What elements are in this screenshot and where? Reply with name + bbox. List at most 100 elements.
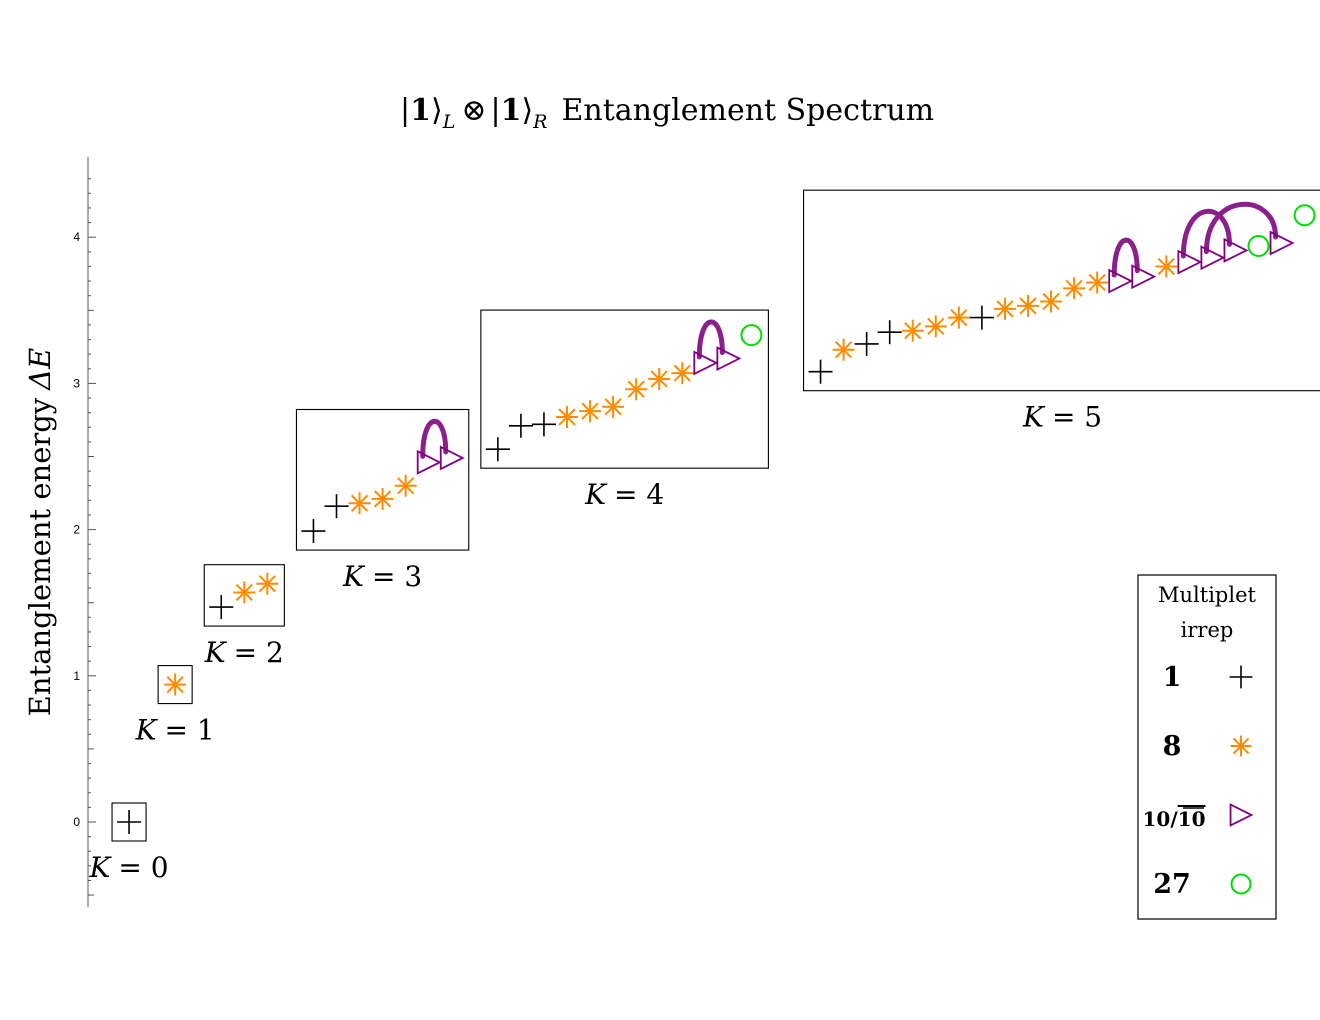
sector-label-value: = 3 [372,560,422,593]
y-tick-label: 0 [73,815,80,829]
triangle-marker [1108,268,1134,294]
star-marker [164,673,187,696]
legend-frame [1137,574,1277,920]
legend-triangle-marker [1229,803,1254,827]
title-text: Entanglement Spectrum [561,93,934,128]
star-marker-d2 [1042,292,1060,311]
star-marker [256,572,279,595]
star-marker [1017,294,1039,317]
star-marker-d2 [581,402,599,420]
legend-title-line1: Multiplet [1158,583,1256,607]
sector-label-symbol: K [1022,401,1046,434]
sector-k4: K= 4 [480,309,769,511]
star-marker-d2 [166,675,184,694]
y-axis-label-text: Entanglement energy [23,397,57,716]
y-tick-label: 2 [73,523,80,537]
star-marker [947,306,970,329]
sector-frame-k3 [295,408,470,551]
y-tick-label: 1 [73,669,80,683]
triangle-marker [416,449,442,475]
plus-marker [969,305,994,330]
star-marker [233,581,256,604]
sector-k3: K= 3 [295,408,470,593]
star-marker-d2 [834,341,853,359]
star-marker-d2 [350,494,369,512]
sector-k0: K= 0 [88,802,169,884]
star-marker [556,406,578,429]
star-marker-d2 [235,583,253,602]
sector-label-value: = 1 [165,714,215,747]
plus-marker [877,320,902,345]
star-marker [924,315,947,338]
star-marker-d2 [258,575,276,593]
title-ket-right-close: ⟩ [521,93,533,128]
star-marker [1086,271,1109,294]
circle-marker [740,324,763,347]
legend-plus-marker [1229,665,1253,689]
triangle-marker [1177,249,1203,275]
circle-marker [1293,204,1316,227]
sector-label-k2: K= 2 [204,636,284,669]
plus-marker [854,331,879,356]
sector-k1: K= 1 [135,665,215,747]
title-ket-left-symbol: 1 [410,93,431,128]
legend-label-decuplet-left: 10 [1143,807,1171,831]
legend-star-marker-d2 [1232,737,1250,755]
sector-frame-k1 [157,665,193,705]
sector-label-k1: K= 1 [135,714,215,747]
sector-label-k5: K= 5 [1022,401,1102,434]
legend-label-decuplet-right: 10 [1178,807,1206,831]
legend-title-line2: irrep [1181,618,1234,642]
title-ket-left-close: ⟩ [431,93,443,128]
star-marker-d2 [1019,297,1037,315]
multiplet-arc [1180,208,1232,259]
sector-label-symbol: K [135,714,159,747]
y-axis-label: Entanglement energyΔE [23,348,57,717]
sector-label-symbol: K [342,560,366,593]
multiplet-arc [1203,201,1279,255]
legend: Multiplet irrep 1 8 10/10 27 [1137,574,1277,920]
sectors-layer: K= 0K= 1K= 2K= 3K= 4K= 5 [88,189,1320,884]
plus-marker [531,412,556,437]
star-marker-d2 [950,308,968,327]
star-marker-d2 [1157,257,1175,276]
sector-frame-k4 [480,309,769,469]
title-subscript-right: R [532,111,547,133]
star-marker [1040,290,1063,313]
plus-marker [324,494,349,519]
star-marker-d2 [627,380,645,398]
triangle-marker [1223,237,1249,263]
star-marker-d2 [397,477,415,495]
multiplet-arc [420,419,449,459]
triangle-marker [716,346,742,372]
title-ket-left-open: | [400,93,410,128]
star-marker [832,338,855,361]
legend-label-octet: 8 [1163,731,1182,762]
sector-label-k4: K= 4 [584,478,664,511]
legend-label-27plet: 27 [1153,869,1191,900]
star-marker-d2 [904,322,922,340]
plus-marker [209,595,234,620]
star-marker [579,400,602,423]
title-otimes: ⊗ [461,93,486,128]
legend-label-singlet: 1 [1163,662,1182,693]
star-marker-d2 [927,317,945,336]
title-ket-right-open: | [490,93,500,128]
star-marker-d2 [1065,279,1083,297]
sector-label-value: = 2 [234,636,284,669]
star-marker [901,319,924,342]
sector-frame-k5 [802,189,1320,392]
triangle-marker [1131,264,1157,290]
star-marker [602,395,625,418]
star-marker [348,492,371,515]
multiplet-arc [696,319,725,360]
plus-marker [808,359,833,384]
star-marker [993,297,1016,320]
legend-markers [1229,665,1254,895]
plus-marker [117,810,142,834]
legend-circle-marker [1230,873,1252,895]
star-marker [1155,255,1178,278]
plus-marker [508,413,533,438]
